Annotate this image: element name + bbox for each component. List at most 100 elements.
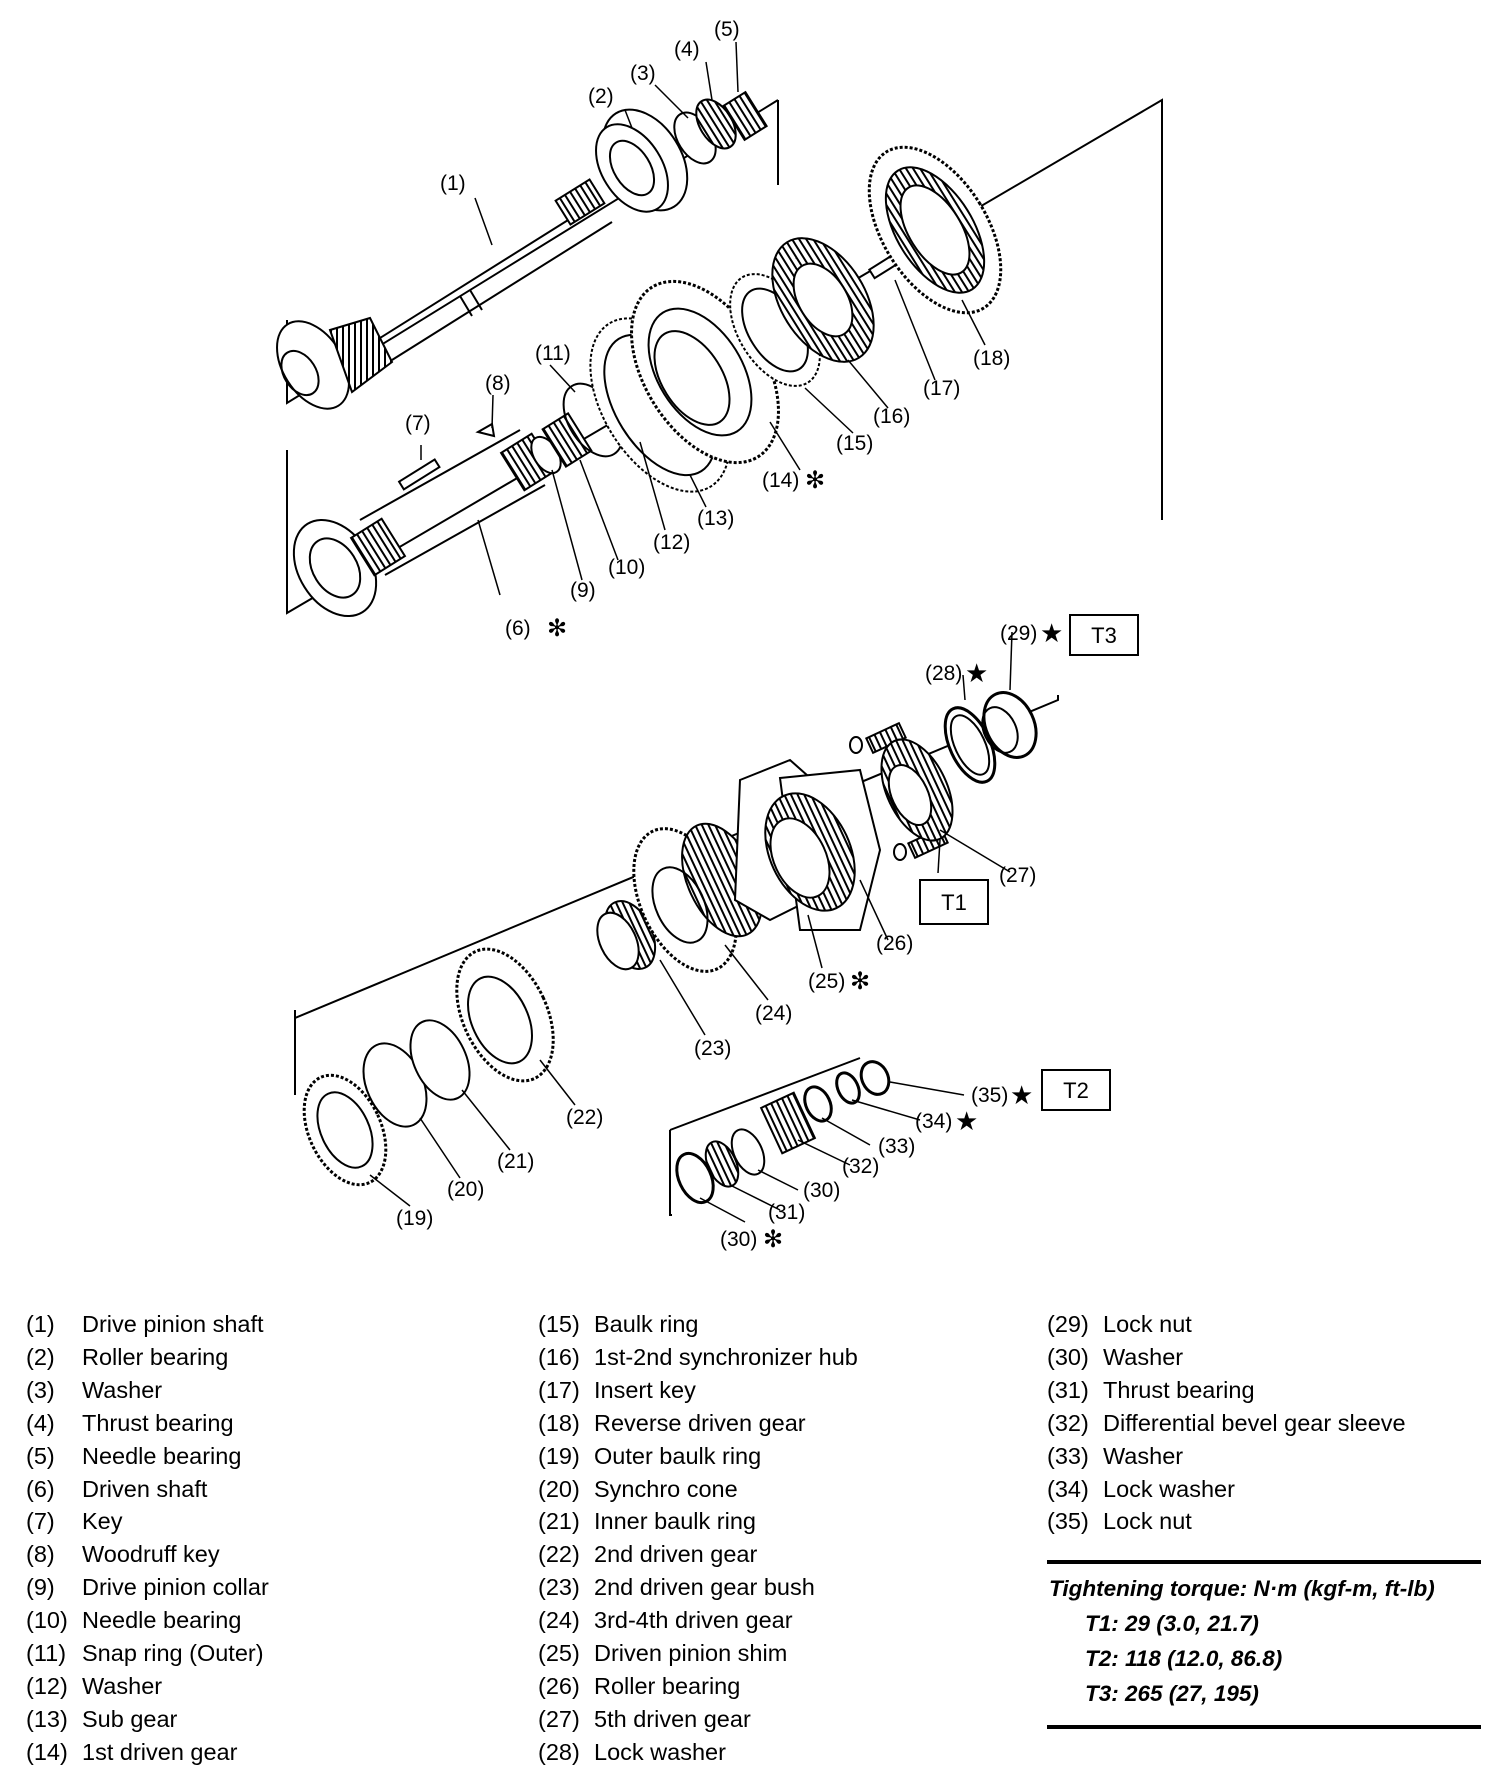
torque-box-t1: T1	[919, 879, 989, 925]
driven-gear-bush-23	[596, 900, 657, 971]
synchronizer-hub-16	[771, 237, 875, 363]
legend-item-name: 5th driven gear	[594, 1705, 751, 1732]
legend-item-number: (10)	[26, 1607, 68, 1634]
callout-6: (6)	[505, 617, 531, 640]
legend-item-number: (19)	[538, 1442, 580, 1469]
callout-5: (5)	[714, 18, 740, 41]
callout-8: (8)	[485, 372, 511, 395]
callout-14: (14)	[762, 469, 799, 492]
legend-item: (15) Baulk ring	[538, 1308, 858, 1341]
legend-item-number: (1)	[26, 1311, 55, 1337]
legend-item-number: (8)	[26, 1541, 55, 1568]
needle-bearing-5	[721, 90, 769, 142]
legend-item-number: (25)	[538, 1640, 580, 1667]
legend-item: (35)Lock nut	[1047, 1505, 1406, 1538]
torque-box-t3: T3	[1069, 614, 1139, 656]
legend-item-number: (15)	[538, 1311, 580, 1337]
legend-item-name: Reverse driven gear	[594, 1409, 806, 1436]
legend-item: (3) Washer	[26, 1374, 269, 1407]
legend-item: (20)Synchro cone	[538, 1473, 858, 1506]
inner-baulk-ring-21	[409, 1019, 471, 1101]
legend-item-number: (7)	[26, 1508, 55, 1535]
bolt-upper	[849, 721, 908, 755]
torque-t2: T2: 118 (12.0, 86.8)	[1085, 1646, 1283, 1671]
legend-item: (21)Inner baulk ring	[538, 1505, 858, 1538]
asterisk-marker-25: ✻	[850, 968, 870, 995]
legend-item: (27)5th driven gear	[538, 1703, 858, 1736]
driven-shaft	[292, 429, 557, 618]
legend-item-number: (34)	[1047, 1475, 1089, 1502]
callout-34: (34)	[915, 1110, 952, 1133]
legend-item-name: Washer	[82, 1376, 163, 1403]
legend-item-number: (20)	[538, 1475, 580, 1502]
legend-item-name: Inner baulk ring	[594, 1508, 756, 1535]
legend-item-name: Sub gear	[82, 1705, 178, 1732]
star-marker-34: ★	[955, 1106, 978, 1136]
legend-item-name: Baulk ring	[594, 1311, 699, 1337]
tightening-torque-block: Tightening torque: N·m (kgf-m, ft-lb) T1…	[1047, 1560, 1481, 1729]
legend-item-number: (23)	[538, 1574, 580, 1601]
callout-24: (24)	[755, 1002, 792, 1025]
svg-text:T3: T3	[1091, 623, 1117, 648]
legend-item: (16) 1st-2nd synchronizer hub	[538, 1341, 858, 1374]
svg-text:T2: T2	[1063, 1078, 1089, 1103]
callout-21: (21)	[497, 1150, 534, 1173]
legend-item: (34) Lock washer	[1047, 1473, 1406, 1506]
asterisk-marker-14: ✻	[805, 467, 825, 494]
legend-item-name: Driven shaft	[82, 1475, 208, 1502]
legend-item-number: (16)	[538, 1343, 580, 1370]
fifth-driven-gear-27	[880, 738, 954, 842]
legend-item: (2)Roller bearing	[26, 1341, 269, 1374]
callout-13: (13)	[697, 507, 734, 530]
legend-item: (25)Driven pinion shim	[538, 1637, 858, 1670]
legend-item-number: (24)	[538, 1607, 580, 1634]
callout-31: (31)	[768, 1201, 805, 1224]
legend-item-name: 1st-2nd synchronizer hub	[594, 1343, 858, 1370]
callout-1: (1)	[440, 172, 466, 195]
legend-item-name: 2nd driven gear bush	[594, 1574, 815, 1601]
asterisk-marker-6: ✻	[547, 615, 567, 642]
legend-item-name: Differential bevel gear sleeve	[1103, 1409, 1406, 1436]
legend-item-name: Lock nut	[1103, 1311, 1192, 1337]
legend-item-name: Washer	[1103, 1442, 1184, 1469]
callout-30-lower: (30)	[720, 1228, 757, 1251]
legend-item-name: Drive pinion shaft	[82, 1311, 264, 1337]
torque-t1: T1: 29 (3.0, 21.7)	[1085, 1611, 1259, 1636]
legend-item-name: Outer baulk ring	[594, 1442, 762, 1469]
differential-bevel-gear-sleeve-32	[759, 1091, 817, 1155]
legend-item: (13) Sub gear	[26, 1703, 269, 1736]
torque-rule-bottom	[1047, 1725, 1481, 1729]
legend-item-number: (26)	[538, 1672, 580, 1699]
roller-bearing-2	[595, 108, 689, 213]
legend-item-number: (17)	[538, 1376, 580, 1403]
outer-baulk-ring-19	[302, 1073, 388, 1187]
torque-t3: T3: 265 (27, 195)	[1085, 1681, 1259, 1706]
legend-item: (17)Insert key	[538, 1374, 858, 1407]
reverse-driven-gear-18	[867, 145, 1003, 315]
legend-item-number: (2)	[26, 1343, 55, 1370]
callout-15: (15)	[836, 432, 873, 455]
callout-33: (33)	[878, 1135, 915, 1158]
legend-item: (31)Thrust bearing	[1047, 1374, 1406, 1407]
legend-item-name: Lock washer	[1103, 1475, 1235, 1502]
roller-bearing-26	[764, 768, 882, 931]
callout-labels: (1) (2) (3) (4) (5) (6) (7) (8) (9) (10)…	[396, 18, 1037, 1251]
callout-19: (19)	[396, 1207, 433, 1230]
callout-22: (22)	[566, 1106, 603, 1129]
lock-nut-29	[981, 691, 1038, 759]
woodruff-key-8	[475, 422, 496, 438]
legend-item-number: (18)	[538, 1409, 580, 1436]
legend-item-number: (3)	[26, 1376, 55, 1403]
star-marker-29: ★	[1040, 618, 1063, 648]
callout-9: (9)	[570, 579, 596, 602]
legend-item: (9)Drive pinion collar	[26, 1571, 269, 1604]
washer-30-second	[730, 1128, 766, 1176]
legend-item: (33)Washer	[1047, 1440, 1406, 1473]
legend-item-number: (6)	[26, 1475, 55, 1502]
legend-item-number: (22)	[538, 1541, 580, 1568]
callout-32: (32)	[842, 1155, 879, 1178]
legend-item-name: Roller bearing	[594, 1672, 741, 1699]
legend-item-number: (13)	[26, 1705, 68, 1732]
star-marker-28: ★	[965, 658, 988, 688]
legend-item-name: Thrust bearing	[1103, 1376, 1255, 1403]
